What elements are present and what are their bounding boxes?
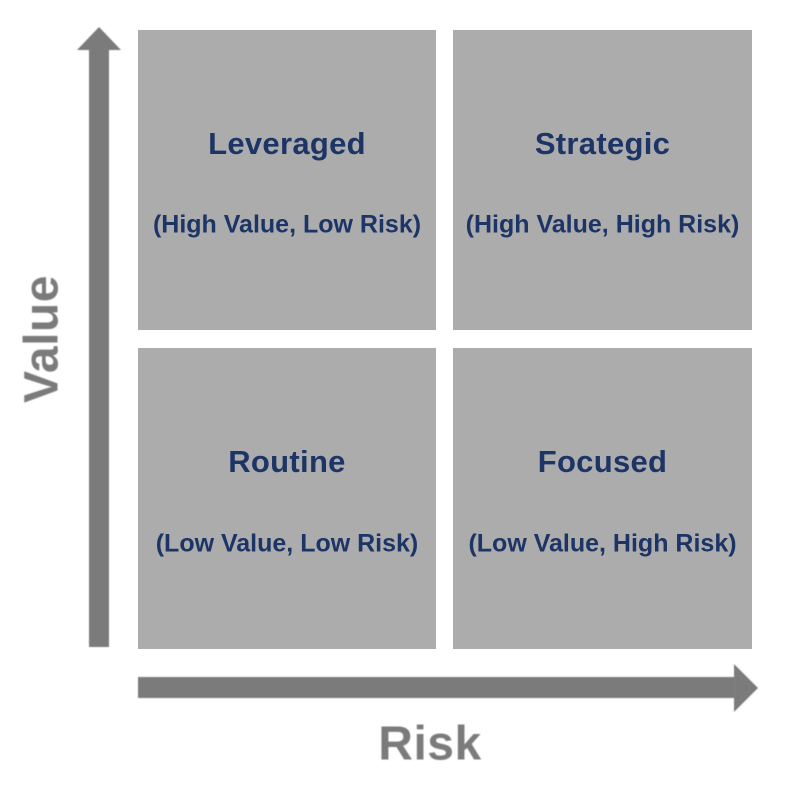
quadrant-title: Routine	[228, 444, 346, 480]
quadrant-subtitle: (High Value, Low Risk)	[152, 210, 422, 239]
quadrant-title: Focused	[537, 444, 668, 480]
quadrant-focused: Focused (Low Value, High Risk)	[453, 348, 752, 649]
quadrant-subtitle: (Low Value, High Risk)	[468, 529, 737, 558]
quadrant-subtitle: (Low Value, Low Risk)	[155, 529, 419, 558]
quadrant-title: Leveraged	[208, 126, 366, 161]
quadrant-routine: Routine (Low Value, Low Risk)	[138, 348, 436, 649]
x-axis-label: Risk	[378, 717, 482, 771]
quadrant-grid: Leveraged (High Value, Low Risk) Strateg…	[138, 30, 752, 649]
x-axis-arrowhead-icon	[734, 664, 758, 712]
x-axis-arrow-shaft	[138, 677, 735, 698]
y-axis-arrowhead-icon	[77, 27, 121, 50]
quadrant-title: Strategic	[534, 126, 671, 161]
quadrant-subtitle: (High Value, High Risk)	[465, 210, 740, 239]
quadrant-leveraged: Leveraged (High Value, Low Risk)	[138, 30, 436, 330]
y-axis-label: Value	[15, 275, 69, 403]
quadrant-strategic: Strategic (High Value, High Risk)	[453, 30, 752, 330]
y-axis-arrow-shaft	[89, 48, 109, 647]
